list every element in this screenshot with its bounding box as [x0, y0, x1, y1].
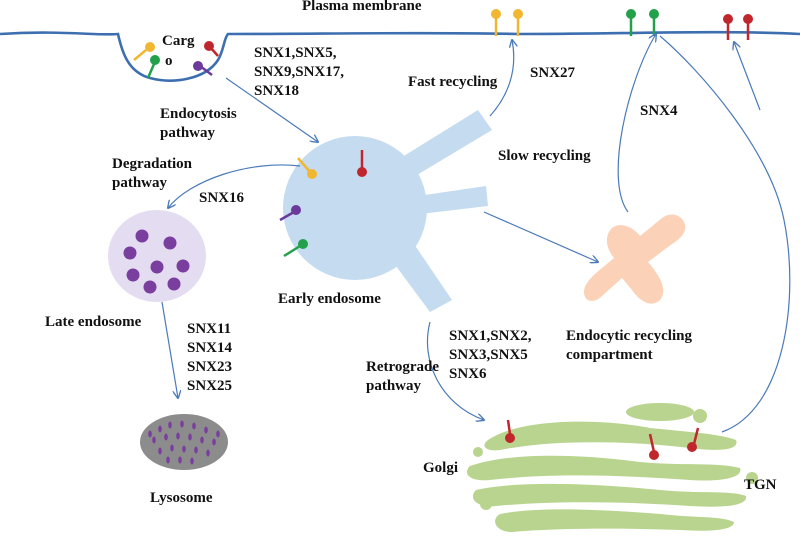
endocytic-recycling-label: Endocytic recycling compartment	[566, 328, 692, 363]
cargo-label-1: Carg	[162, 33, 195, 49]
snx27-label: SNX27	[530, 65, 576, 81]
lysosome	[140, 414, 228, 470]
fast-recycling-arrow	[489, 40, 514, 117]
snx-endocytosis-label: SNX1,SNX5, SNX9,SNX17, SNX18	[254, 45, 345, 99]
tgn-recycling-arrow	[659, 36, 791, 433]
snx4-label: SNX4	[640, 103, 678, 119]
golgi-apparatus	[466, 403, 758, 532]
degradation-arrow	[168, 164, 301, 208]
late-to-lysosome-arrow	[161, 301, 178, 398]
late-endosome	[108, 210, 206, 302]
late-endosome-label: Late endosome	[45, 314, 142, 330]
membrane-cargo-yellow	[491, 9, 523, 36]
recycling-compartment-arrow	[483, 211, 598, 262]
degradation-pathway-label: Degradation pathway	[112, 156, 192, 191]
endocytosis-pathway-label: Endocytosis pathway	[160, 106, 237, 141]
cargo-label-2: o	[165, 53, 173, 69]
endocytic-cargo	[133, 41, 219, 79]
plasma-membrane	[0, 30, 800, 82]
lysosome-label: Lysosome	[150, 490, 213, 506]
tgn-label: TGN	[744, 477, 777, 493]
snx16-label: SNX16	[199, 190, 245, 206]
membrane-cargo-red	[723, 14, 753, 40]
early-endosome	[283, 110, 492, 312]
snx-retrograde-label: SNX1,SNX2, SNX3,SNX5 SNX6	[449, 328, 532, 382]
slow-recycling-arrow	[617, 34, 656, 213]
golgi-cargo-red	[505, 419, 700, 460]
early-endosome-cargo	[279, 150, 367, 258]
endocytosis-arrow	[225, 77, 318, 142]
fast-recycling-label: Fast recycling	[408, 74, 498, 90]
golgi-label: Golgi	[423, 460, 459, 476]
early-endosome-label: Early endosome	[278, 291, 381, 307]
retrograde-pathway-label: Retrograde pathway	[366, 359, 440, 394]
retrograde-arrow	[426, 321, 484, 420]
endocytic-recycling-compartment	[584, 214, 686, 304]
plasma-membrane-label: Plasma membrane	[302, 0, 422, 14]
slow-recycling-label: Slow recycling	[498, 148, 591, 164]
snx-late-label: SNX11 SNX14 SNX23 SNX25	[187, 321, 233, 394]
